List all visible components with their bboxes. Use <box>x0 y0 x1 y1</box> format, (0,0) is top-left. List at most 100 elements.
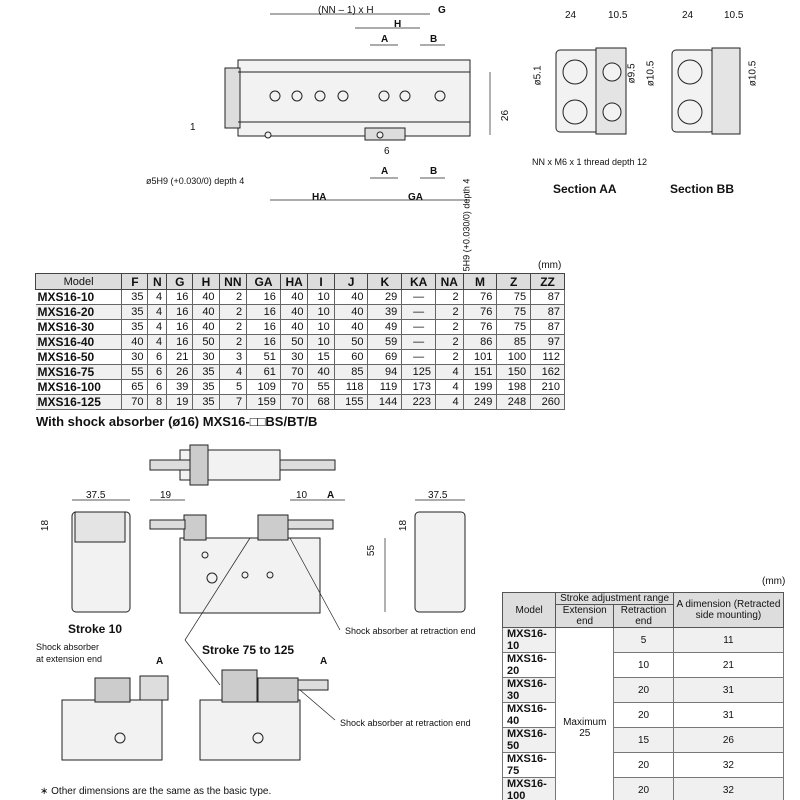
a-dimension-cell: 11 <box>672 627 785 653</box>
a-dimension-cell: 32 <box>672 752 785 778</box>
table-cell: 40 <box>333 304 369 320</box>
col-header: Model <box>34 273 123 290</box>
model-cell: MXS16-100 <box>35 379 123 395</box>
table-cell: 249 <box>462 394 498 410</box>
table-cell: 26 <box>166 364 194 380</box>
table-cell: 4 <box>147 319 168 335</box>
table-cell: 75 <box>496 289 532 305</box>
table-cell: 68 <box>307 394 335 410</box>
table-cell: 4 <box>147 289 168 305</box>
table-cell: 7 <box>218 394 248 410</box>
table-cell: 155 <box>333 394 369 410</box>
table-cell: 4 <box>435 379 464 395</box>
shock-ret-label-2: Shock absorber at retraction end <box>340 718 471 728</box>
table-cell: 75 <box>496 304 532 320</box>
shock-ext-label-1: Shock absorber <box>36 642 100 652</box>
table-cell: 2 <box>435 319 464 335</box>
dim-a2: A <box>381 166 389 177</box>
table-cell: 69 <box>367 349 403 365</box>
table-cell: 4 <box>435 364 464 380</box>
model-cell: MXS16-50 <box>35 349 123 365</box>
table-cell: 70 <box>279 394 309 410</box>
a-dimension-cell: 32 <box>672 777 785 800</box>
section-bb-title: Section BB <box>670 182 735 196</box>
retraction-cell: 5 <box>613 627 674 653</box>
table-cell: 151 <box>462 364 498 380</box>
dim-18-right: 18 <box>398 519 410 532</box>
dim-ha: HA <box>312 192 327 203</box>
dim-d10-5: ø10.5 <box>645 60 657 87</box>
table-cell: 76 <box>462 289 498 305</box>
dim-1: 1 <box>190 122 196 133</box>
table-cell: 70 <box>279 379 309 395</box>
col-header: J <box>333 273 369 290</box>
footnote: ∗ Other dimensions are the same as the b… <box>40 786 272 797</box>
table-cell: 10 <box>307 334 335 350</box>
table-cell: 40 <box>333 289 369 305</box>
stroke-10-label: Stroke 10 <box>68 622 123 636</box>
table-cell: 248 <box>496 394 532 410</box>
model-cell: MXS16-75 <box>501 752 557 778</box>
table-cell: 125 <box>401 364 436 380</box>
table-cell: 119 <box>367 379 403 395</box>
table-cell: 30 <box>279 349 309 365</box>
table-cell: 118 <box>333 379 369 395</box>
col-header: G <box>166 273 194 290</box>
dim-d10-5-bb: ø10.5 <box>747 60 759 87</box>
table-cell: 144 <box>367 394 403 410</box>
col-a-dim: A dimension (Retracted side mounting) <box>672 592 785 628</box>
table-cell: 61 <box>246 364 281 380</box>
col-header: NN <box>218 273 248 290</box>
table-cell: 50 <box>192 334 220 350</box>
col-header: HA <box>279 273 309 290</box>
model-cell: MXS16-75 <box>35 364 123 380</box>
a-dimension-cell: 26 <box>672 727 785 753</box>
dim-24: 24 <box>565 10 577 21</box>
table-cell: 85 <box>333 364 369 380</box>
table-cell: 19 <box>166 394 194 410</box>
table-cell: 35 <box>121 304 149 320</box>
table-cell: 70 <box>121 394 149 410</box>
table-cell: — <box>401 319 436 335</box>
hole-note-vertical: 5H9 (+0.030/0) depth 4 <box>461 178 472 272</box>
table-cell: 16 <box>246 289 281 305</box>
table-cell: 173 <box>401 379 436 395</box>
table-cell: 85 <box>496 334 532 350</box>
table-cell: 16 <box>246 334 281 350</box>
shock-heading: With shock absorber (ø16) MXS16-□□BS/BT/… <box>36 414 318 429</box>
table-cell: 2 <box>435 304 464 320</box>
dim-g: G <box>438 5 446 16</box>
table-cell: 49 <box>367 319 403 335</box>
dim-10-5: 10.5 <box>608 10 628 21</box>
table-cell: 70 <box>279 364 309 380</box>
model-cell: MXS16-20 <box>35 304 123 320</box>
section-aa-title: Section AA <box>553 182 617 196</box>
table-cell: 50 <box>279 334 309 350</box>
col-ret: Retraction end <box>613 604 674 628</box>
table-cell: 16 <box>246 304 281 320</box>
dim-55: 55 <box>366 544 378 557</box>
table-cell: 5 <box>218 379 248 395</box>
table-cell: 55 <box>307 379 335 395</box>
table-cell: 10 <box>307 319 335 335</box>
table-cell: 2 <box>218 304 248 320</box>
dim-a-ret: A <box>320 656 328 667</box>
table-cell: 8 <box>147 394 168 410</box>
dim-a-ext: A <box>156 656 164 667</box>
table-cell: 40 <box>333 319 369 335</box>
table-cell: — <box>401 334 436 350</box>
table-cell: 16 <box>246 319 281 335</box>
col-header: M <box>462 273 498 290</box>
dim-37-5-right: 37.5 <box>428 490 448 501</box>
retraction-cell: 15 <box>613 727 674 753</box>
table-cell: 35 <box>192 394 220 410</box>
